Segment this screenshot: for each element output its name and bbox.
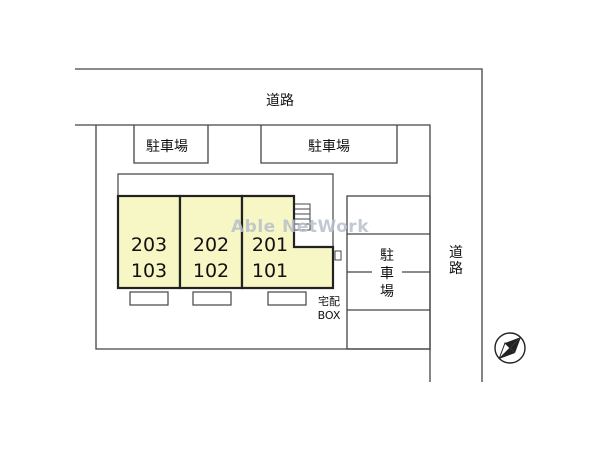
unit-101-step [267,291,307,306]
unit-number-202: 202 [193,234,229,256]
north-arrow-icon [494,332,526,364]
parking-left-label: 駐車場 [146,138,188,155]
road-label-right-1: 道 [449,245,463,261]
unit-201-101 [240,194,335,290]
unit-203-103 [116,194,182,290]
unit-103-step [129,291,169,306]
road-label-right-2: 路 [449,261,463,277]
parking-left-box [133,125,209,164]
road-label-top: 道路 [266,93,294,109]
unit-number-201: 201 [252,234,288,256]
unit-202-102 [178,194,244,290]
delivery-box-label-2: BOX [318,309,341,322]
delivery-box-icon [334,250,342,261]
road-boundary-outer [75,68,483,382]
parking-center-label: 駐車場 [308,138,350,155]
stairs-icon [293,203,311,231]
watermark: Able NetWork [231,217,369,237]
unit-number-102: 102 [193,260,229,282]
parking-right-label-2: 車 [380,265,394,282]
parking-right-label-1: 駐 [380,248,394,264]
unit-102-step [192,291,232,306]
parking-right-label-3: 場 [380,284,394,300]
unit-number-101: 101 [252,260,288,282]
unit-number-103: 103 [131,260,167,282]
unit-number-203: 203 [131,234,167,256]
parking-center-box [260,125,398,164]
site-boundary [75,124,431,350]
delivery-box-label-1: 宅配 [318,294,340,308]
building-outline [117,173,334,248]
